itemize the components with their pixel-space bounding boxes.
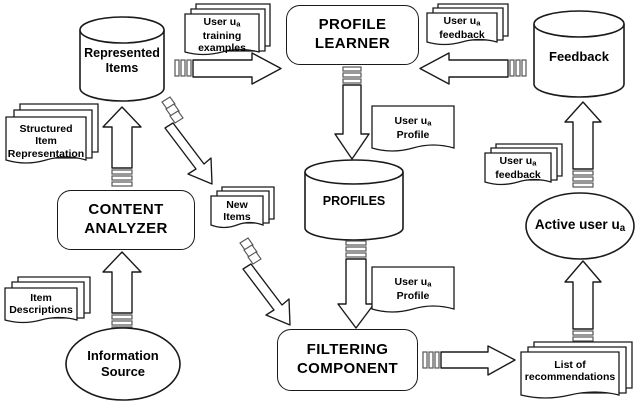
datastore-label-line1: PROFILES — [322, 194, 386, 208]
datastore-profiles: PROFILES — [303, 158, 405, 242]
subscript-a: a — [532, 158, 537, 168]
process-filtering-component[interactable]: FILTERING COMPONENT — [277, 329, 418, 391]
document-label-line2: recommendations — [524, 371, 616, 384]
actor-label: Active user ua — [524, 217, 636, 235]
arrow-training-examples-to-profile-learner — [174, 52, 284, 88]
document-structured-item-representation: Structured Item Representation — [2, 100, 102, 170]
document-label: User ua feedback — [485, 155, 551, 181]
document-label-line1: New — [226, 199, 248, 211]
arrow-content-analyzer-to-represented-items — [100, 105, 144, 187]
arrow-feedback-to-profile-learner — [418, 52, 528, 88]
actor-label-u: u — [611, 217, 620, 232]
arrow-item-descriptions-to-content-analyzer — [100, 250, 144, 332]
subscript-a: a — [236, 19, 241, 29]
document-label-line3: examples — [198, 41, 246, 54]
actor-label-line1: Active user — [534, 217, 608, 232]
document-label: List of recommendations — [521, 359, 619, 384]
datastore-label-line1: Represented — [84, 46, 160, 60]
datastore-label-line2: Items — [105, 61, 139, 75]
subscript-a: a — [476, 18, 481, 28]
actor-label-line2: Source — [100, 363, 146, 379]
arrow-profiles-to-filtering-component — [335, 240, 377, 330]
subscript-a: a — [619, 223, 626, 235]
document-label-line2: training — [202, 29, 242, 42]
datastore-label-line1: Feedback — [549, 49, 609, 64]
document-label-line2: Items — [223, 211, 251, 224]
arrow-active-user-to-feedback — [562, 100, 604, 188]
document-label-line2: feedback — [439, 28, 485, 41]
document-label: User ua Profile — [372, 115, 454, 141]
document-label-line2: Profile — [396, 289, 430, 302]
arrow-profile-learner-to-profiles — [332, 66, 372, 161]
document-user-feedback-top: User ua feedback — [424, 2, 514, 54]
document-label: Item Descriptions — [5, 292, 77, 317]
document-label-line1: User ua — [394, 276, 432, 289]
process-profile-learner[interactable]: PROFILE LEARNER — [286, 5, 419, 65]
datastore-label: Represented Items — [78, 46, 166, 76]
process-label-line1: FILTERING — [306, 341, 389, 359]
document-list-of-recommendations: List of recommendations — [518, 340, 636, 405]
process-label-line1: PROFILE — [318, 16, 387, 34]
document-label-line1: Structured — [19, 123, 73, 135]
document-new-items: New Items — [208, 185, 278, 237]
subscript-a: a — [427, 279, 432, 289]
subscript-a: a — [427, 118, 432, 128]
process-content-analyzer[interactable]: CONTENT ANALYZER — [57, 190, 195, 250]
process-label-line2: ANALYZER — [84, 220, 168, 237]
process-label-line2: LEARNER — [314, 35, 391, 52]
document-user-training-examples: User ua training examples — [182, 2, 277, 62]
document-label-line2: Item — [35, 135, 57, 148]
document-label-line2: Profile — [396, 128, 430, 141]
arrow-new-items-to-filtering-component — [228, 237, 320, 329]
document-label-line2: Descriptions — [9, 304, 73, 317]
process-label-line2: COMPONENT — [296, 360, 399, 377]
process-label: FILTERING COMPONENT — [297, 341, 398, 379]
document-label-line1: User ua — [203, 16, 241, 29]
actor-information-source: Information Source — [64, 325, 182, 403]
document-item-descriptions: Item Descriptions — [2, 275, 97, 335]
document-label-line1: User ua — [499, 155, 537, 168]
process-label: PROFILE LEARNER — [315, 16, 390, 54]
document-label-line2: feedback — [495, 168, 541, 181]
document-label: User ua training examples — [185, 16, 259, 54]
document-user-feedback-right: User ua feedback — [482, 142, 567, 194]
datastore-label: PROFILES — [303, 194, 405, 209]
actor-label-line1: Information — [87, 348, 159, 363]
actor-active-user: Active user ua — [524, 191, 636, 261]
document-label-line3: Representation — [7, 147, 85, 160]
datastore-label: Feedback — [532, 49, 626, 65]
document-label-line1: List of — [554, 359, 586, 371]
process-label: CONTENT ANALYZER — [84, 201, 168, 239]
arrow-recommendations-to-active-user — [562, 258, 604, 348]
datastore-represented-items: Represented Items — [78, 16, 166, 102]
document-user-profile-top: User ua Profile — [370, 104, 458, 159]
document-label: New Items — [211, 199, 263, 224]
document-label: User ua Profile — [372, 276, 454, 302]
actor-label: Information Source — [64, 348, 182, 379]
document-label-line1: User ua — [394, 115, 432, 128]
document-label: User ua feedback — [427, 15, 497, 41]
document-label-line1: User ua — [443, 15, 481, 28]
document-user-profile-bottom: User ua Profile — [370, 265, 458, 320]
document-label-line1: Item — [30, 292, 52, 304]
arrow-represented-items-to-new-items — [150, 96, 246, 188]
process-label-line1: CONTENT — [88, 201, 164, 219]
datastore-feedback: Feedback — [532, 9, 626, 99]
arrow-filtering-to-recommendations — [422, 345, 518, 379]
document-label: Structured Item Representation — [6, 123, 86, 160]
